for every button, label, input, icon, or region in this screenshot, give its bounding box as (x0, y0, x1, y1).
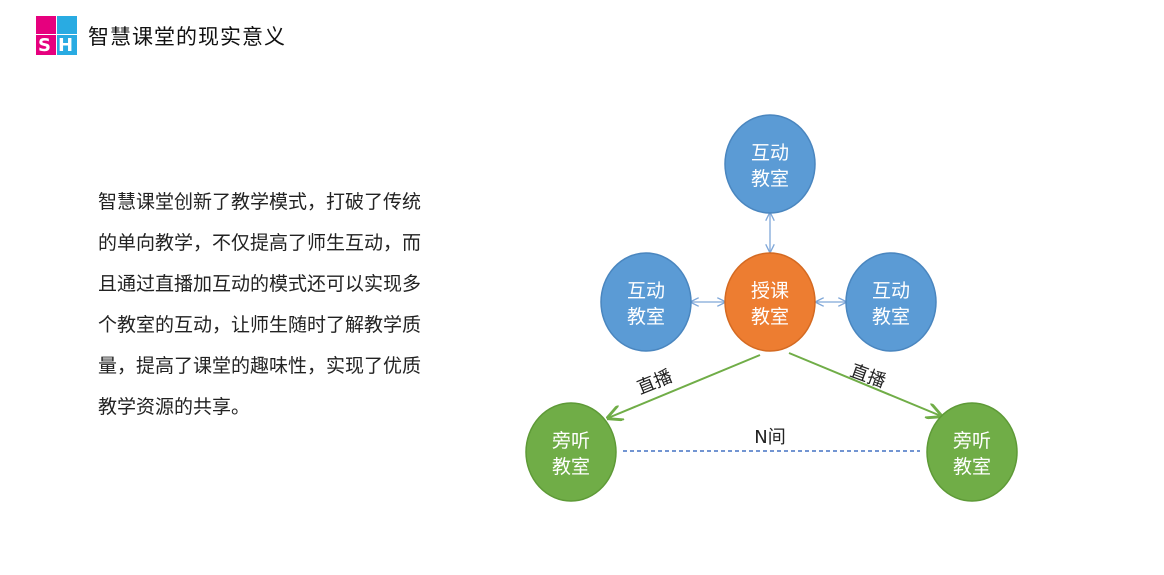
svg-text:旁听: 旁听 (552, 430, 590, 452)
label-live-left: 直播 (634, 366, 675, 399)
header: S H 智慧课堂的现实意义 (36, 16, 286, 56)
node-observe-left: 旁听 教室 (525, 402, 617, 502)
svg-text:教室: 教室 (872, 306, 910, 328)
svg-text:教室: 教室 (751, 168, 789, 190)
svg-text:互动: 互动 (751, 142, 789, 164)
svg-text:教室: 教室 (953, 456, 991, 478)
svg-text:旁听: 旁听 (953, 430, 991, 452)
svg-text:互动: 互动 (627, 280, 665, 302)
edge-live-right (788, 352, 941, 416)
svg-text:S: S (38, 35, 51, 56)
label-n-rooms: N间 (754, 427, 785, 448)
node-observe-right: 旁听 教室 (926, 402, 1018, 502)
node-teaching-center: 授课 教室 (724, 252, 816, 352)
svg-text:授课: 授课 (751, 280, 789, 302)
description-paragraph: 智慧课堂创新了教学模式，打破了传统的单向教学，不仅提高了师生互动，而且通过直播加… (98, 191, 422, 418)
sh-logo: S H (36, 16, 78, 56)
node-interactive-right: 互动 教室 (845, 252, 937, 352)
edge-live-left (608, 354, 761, 418)
page-title: 智慧课堂的现实意义 (88, 25, 286, 49)
node-interactive-left: 互动 教室 (600, 252, 692, 352)
svg-text:H: H (58, 35, 73, 56)
label-live-right: 直播 (847, 360, 888, 392)
node-interactive-top: 互动 教室 (724, 114, 816, 214)
svg-text:教室: 教室 (627, 306, 665, 328)
svg-text:教室: 教室 (552, 456, 590, 478)
svg-text:互动: 互动 (872, 280, 910, 302)
svg-text:教室: 教室 (751, 306, 789, 328)
